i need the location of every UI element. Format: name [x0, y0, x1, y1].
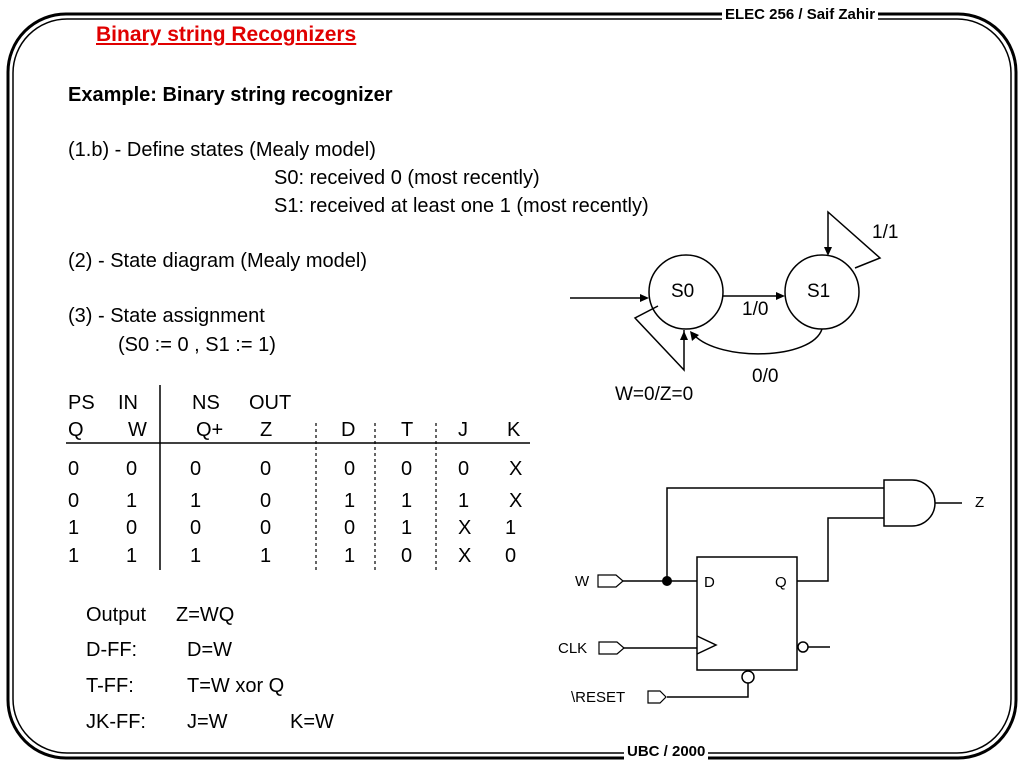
- cell-z: 0: [260, 517, 272, 539]
- cell-t: 1: [401, 490, 413, 512]
- cell-j: 0: [458, 458, 470, 480]
- step-3: (3) - State assignment: [68, 305, 265, 327]
- cell-w: 0: [126, 458, 138, 480]
- cell-q: 0: [68, 458, 80, 480]
- cell-q: 0: [68, 490, 80, 512]
- cell-q: 1: [68, 517, 80, 539]
- cell-w: 0: [126, 517, 138, 539]
- th-ps: PS: [68, 392, 95, 414]
- cell-w: 1: [126, 490, 138, 512]
- table-lines: [66, 385, 530, 572]
- th-z: Z: [260, 419, 273, 441]
- equation-dff-label: D-FF:: [86, 639, 138, 661]
- cell-qplus: 0: [190, 517, 202, 539]
- w-pin-icon: [597, 574, 624, 588]
- th-d: D: [341, 419, 356, 441]
- state-s0-circle: [648, 254, 724, 330]
- cell-q: 1: [68, 545, 80, 567]
- equation-jkff-j: J=W: [187, 711, 228, 733]
- step-1b: (1.b) - Define states (Mealy model): [68, 139, 376, 161]
- cell-d: 1: [344, 545, 356, 567]
- state-s0-label: S0: [671, 281, 695, 302]
- step-2: (2) - State diagram (Mealy model): [68, 250, 367, 272]
- cell-w: 1: [126, 545, 138, 567]
- circuit-reset-label: \RESET: [571, 689, 626, 706]
- cell-j: X: [458, 517, 472, 539]
- s0-definition: S0: received 0 (most recently): [274, 167, 540, 189]
- th-q: Q: [68, 419, 84, 441]
- cell-k: X: [509, 490, 523, 512]
- th-in: IN: [118, 392, 138, 414]
- cell-qplus: 1: [190, 490, 202, 512]
- state-diagram: [570, 210, 882, 372]
- s1-definition: S1: received at least one 1 (most recent…: [274, 195, 649, 217]
- equation-jkff-label: JK-FF:: [86, 711, 146, 733]
- th-w: W: [128, 419, 147, 441]
- cell-k: 0: [505, 545, 517, 567]
- clk-pin-icon: [598, 641, 625, 655]
- cell-d: 0: [344, 517, 356, 539]
- th-qplus: Q+: [196, 419, 224, 441]
- th-k: K: [507, 419, 521, 441]
- transition-s1-self-label: 1/1: [872, 222, 899, 243]
- transition-s1-s0-label: 0/0: [752, 366, 779, 387]
- cell-k: X: [509, 458, 523, 480]
- cell-t: 0: [401, 545, 413, 567]
- reset-pin-icon: [647, 690, 667, 704]
- equation-dff-expr: D=W: [187, 639, 232, 661]
- flipflop-q-label: Q: [775, 574, 787, 591]
- cell-k: 1: [505, 517, 517, 539]
- footer-label: UBC / 2000: [624, 743, 709, 760]
- flipflop-d-label: D: [704, 574, 715, 591]
- circuit-clk-label: CLK: [558, 640, 588, 657]
- equation-tff-label: T-FF:: [86, 675, 134, 697]
- course-header: ELEC 256 / Saif Zahir: [722, 6, 879, 23]
- th-ns: NS: [192, 392, 220, 414]
- cell-t: 0: [401, 458, 413, 480]
- circuit-diagram: [597, 479, 962, 704]
- slide-title: Binary string Recognizers: [96, 23, 357, 46]
- cell-j: X: [458, 545, 472, 567]
- th-j: J: [458, 419, 468, 441]
- cell-z: 1: [260, 545, 272, 567]
- and-gate: [883, 479, 936, 527]
- state-assignment: (S0 := 0 , S1 := 1): [118, 334, 276, 356]
- th-out: OUT: [249, 392, 292, 414]
- equation-output-expr: Z=WQ: [176, 604, 235, 626]
- cell-qplus: 0: [190, 458, 202, 480]
- cell-qplus: 1: [190, 545, 202, 567]
- example-heading: Example: Binary string recognizer: [68, 84, 393, 106]
- state-s1-label: S1: [807, 281, 831, 302]
- cell-j: 1: [458, 490, 470, 512]
- transition-s0-s1-label: 1/0: [742, 299, 769, 320]
- d-flip-flop: [696, 556, 798, 671]
- cell-z: 0: [260, 458, 272, 480]
- circuit-w-label: W: [575, 573, 590, 590]
- equation-jkff-k: K=W: [290, 711, 334, 733]
- equation-tff-expr: T=W xor Q: [187, 675, 285, 697]
- equation-output-label: Output: [86, 604, 147, 626]
- cell-z: 0: [260, 490, 272, 512]
- cell-d: 0: [344, 458, 356, 480]
- transition-s0-self-label: W=0/Z=0: [615, 384, 694, 405]
- circuit-z-label: Z: [975, 494, 985, 511]
- th-t: T: [401, 419, 414, 441]
- cell-d: 1: [344, 490, 356, 512]
- cell-t: 1: [401, 517, 413, 539]
